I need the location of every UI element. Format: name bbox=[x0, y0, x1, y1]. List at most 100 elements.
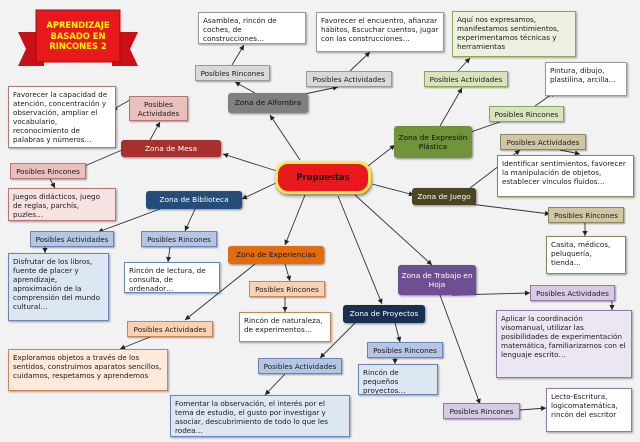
alfombra-rincones-text: Asamblea, rincón de coches, de construcc… bbox=[203, 16, 277, 43]
juego-rincones-label[interactable]: Posibles Rincones bbox=[548, 207, 624, 223]
arrow-head-icon bbox=[396, 336, 402, 342]
connector-line bbox=[469, 203, 551, 215]
zone-trabajo-en-hoja[interactable]: Zona de Trabajo en Hoja bbox=[398, 265, 476, 295]
zone-proyectos-label: Zona de Proyectos bbox=[349, 309, 419, 319]
title-banner-icon bbox=[18, 9, 138, 66]
proyectos-actividades-label[interactable]: Posibles Actividades bbox=[258, 358, 342, 374]
connector-line bbox=[97, 208, 161, 233]
juego-actividades-text: Identificar sentimientos, favorecer la m… bbox=[502, 159, 626, 186]
expresion-actividades-label[interactable]: Posibles Actividades bbox=[424, 71, 508, 87]
mesa-actividades-text: Favorecer la capacidad de atención, conc… bbox=[13, 90, 108, 144]
zone-juego-label: Zona de Juego bbox=[417, 191, 471, 201]
mesa-rincones-label[interactable]: Posibles Rincones bbox=[10, 163, 86, 179]
alfombra-actividades-label[interactable]: Posibles Actividades bbox=[306, 71, 392, 87]
arrow-head-icon bbox=[184, 225, 190, 231]
connector-line bbox=[439, 87, 463, 127]
zone-trabajo-label: Zona de Trabajo en Hoja bbox=[401, 270, 473, 289]
trabajo-rincones-text: Lecto-Escritura, logicomatemática, rincó… bbox=[551, 392, 618, 419]
connector-line bbox=[119, 336, 151, 350]
arrow-head-icon bbox=[392, 359, 398, 364]
page-title: APRENDIZAJE BASADO EN RINCONES 2 bbox=[46, 19, 110, 52]
mesa-rincones-text: Juegos didácticos, juego de reglas, parc… bbox=[13, 192, 100, 219]
expresion-rincones-label-text: Posibles Rincones bbox=[494, 109, 559, 119]
zone-expresion-plastica[interactable]: Zona de Expresión Plástica bbox=[394, 126, 472, 158]
zone-biblioteca[interactable]: Zona de Biblioteca bbox=[146, 191, 242, 209]
arrow-head-icon bbox=[42, 248, 48, 253]
alfombra-rincones-box: Asamblea, rincón de coches, de construcc… bbox=[198, 12, 306, 44]
arrow-head-icon bbox=[582, 231, 588, 236]
zone-experiencias[interactable]: Zona de Experiencias bbox=[228, 246, 324, 264]
banner-face-icon bbox=[35, 9, 121, 63]
zone-proyectos[interactable]: Zona de Proyectos bbox=[343, 305, 425, 323]
expresion-actividades-text: Aquí nos expresamos, manifestamos sentim… bbox=[457, 15, 560, 51]
arrow-head-icon bbox=[50, 182, 55, 188]
arrow-head-icon bbox=[426, 259, 432, 265]
expresion-rincones-box: Pintura, dibujo, plastilina, arcilla… bbox=[545, 62, 627, 96]
alfombra-actividades-box: Favorecer el encuentro, afianzar hábitos… bbox=[316, 12, 444, 52]
trabajo-rincones-label[interactable]: Posibles Rincones bbox=[443, 403, 520, 419]
connector-line bbox=[222, 153, 281, 173]
connector-line bbox=[337, 195, 383, 305]
biblioteca-actividades-label[interactable]: Posibles Actividades bbox=[30, 231, 114, 247]
mesa-rincones-label-text: Posibles Rincones bbox=[16, 166, 80, 176]
arrow-head-icon bbox=[242, 194, 248, 200]
mesa-actividades-label[interactable]: Posibles Actividades bbox=[129, 96, 188, 121]
connector-line bbox=[371, 183, 415, 196]
trabajo-actividades-label-text: Posibles Actividades bbox=[536, 288, 609, 298]
juego-rincones-label-text: Posibles Rincones bbox=[554, 210, 618, 220]
connector-line bbox=[439, 294, 481, 405]
connector-line bbox=[367, 144, 396, 167]
biblioteca-actividades-box: Disfrutar de los libros, fuente de place… bbox=[8, 253, 109, 321]
connector-line bbox=[79, 149, 123, 169]
expresion-actividades-box: Aquí nos expresamos, manifestamos sentim… bbox=[452, 11, 576, 57]
arrow-head-icon bbox=[320, 352, 326, 358]
connector-line bbox=[241, 181, 279, 200]
arrow-head-icon bbox=[464, 58, 470, 64]
biblioteca-actividades-label-text: Posibles Actividades bbox=[35, 234, 109, 244]
experiencias-rincones-box: Rincón de naturaleza, de experimentos… bbox=[239, 312, 331, 342]
arrow-head-icon bbox=[284, 239, 290, 245]
expresion-rincones-text: Pintura, dibujo, plastilina, arcilla… bbox=[550, 66, 616, 84]
connector-line bbox=[319, 322, 356, 359]
arrow-head-icon bbox=[389, 145, 395, 151]
experiencias-actividades-label[interactable]: Posibles Actividades bbox=[127, 321, 213, 337]
biblioteca-rincones-label[interactable]: Posibles Rincones bbox=[141, 231, 217, 247]
trabajo-actividades-text: Aplicar la coordinación visomanual, util… bbox=[501, 314, 626, 359]
zone-alfombra[interactable]: Zona de Alfombra bbox=[228, 93, 308, 113]
trabajo-actividades-label[interactable]: Posibles Actividades bbox=[530, 285, 615, 301]
trabajo-rincones-box: Lecto-Escritura, logicomatemática, rincó… bbox=[546, 388, 632, 432]
center-node-propuestas[interactable]: Propuestas bbox=[275, 161, 371, 194]
experiencias-actividades-label-text: Posibles Actividades bbox=[133, 324, 207, 334]
experiencias-rincones-label[interactable]: Posibles Rincones bbox=[249, 281, 325, 297]
zone-mesa[interactable]: Zona de Mesa bbox=[121, 140, 221, 157]
experiencias-rincones-text: Rincón de naturaleza, de experimentos… bbox=[244, 316, 323, 334]
zone-juego[interactable]: Zona de Juego bbox=[412, 188, 476, 205]
zone-biblioteca-label: Zona de Biblioteca bbox=[159, 195, 229, 205]
proyectos-rincones-label[interactable]: Posibles Rincones bbox=[367, 342, 443, 358]
experiencias-actividades-box: Exploramos objetos a través de los senti… bbox=[8, 349, 168, 391]
arrow-head-icon bbox=[377, 298, 383, 304]
juego-actividades-label[interactable]: Posibles Actividades bbox=[500, 134, 586, 150]
zone-mesa-label: Zona de Mesa bbox=[144, 143, 198, 153]
zone-experiencias-label: Zona de Experiencias bbox=[236, 250, 316, 260]
proyectos-rincones-text: Rincón de pequeños proyectos… bbox=[363, 368, 406, 395]
arrow-head-icon bbox=[166, 256, 172, 262]
biblioteca-rincones-text: Rincón de lectura, de consulta, de orden… bbox=[129, 266, 206, 293]
alfombra-rincones-label-text: Posibles Rincones bbox=[200, 68, 265, 78]
center-node-label: Propuestas bbox=[296, 172, 350, 183]
trabajo-rincones-label-text: Posibles Rincones bbox=[449, 406, 514, 416]
mesa-actividades-box: Favorecer la capacidad de atención, conc… bbox=[8, 86, 116, 148]
trabajo-actividades-box: Aplicar la coordinación visomanual, util… bbox=[496, 310, 632, 378]
biblioteca-rincones-box: Rincón de lectura, de consulta, de orden… bbox=[124, 262, 220, 293]
expresion-rincones-label[interactable]: Posibles Rincones bbox=[489, 106, 564, 122]
experiencias-actividades-text: Exploramos objetos a través de los senti… bbox=[13, 353, 162, 380]
arrow-head-icon bbox=[223, 153, 229, 158]
connector-line bbox=[284, 194, 306, 246]
alfombra-rincones-label[interactable]: Posibles Rincones bbox=[195, 65, 270, 81]
juego-actividades-box: Identificar sentimientos, favorecer la m… bbox=[497, 155, 634, 197]
proyectos-actividades-label-text: Posibles Actividades bbox=[263, 361, 337, 371]
arrow-head-icon bbox=[574, 150, 580, 156]
juego-rincones-text: Casita, médicos, peluquería, tienda… bbox=[551, 240, 611, 267]
title-banner-text: APRENDIZAJE BASADO EN RINCONES 2 bbox=[38, 12, 118, 60]
